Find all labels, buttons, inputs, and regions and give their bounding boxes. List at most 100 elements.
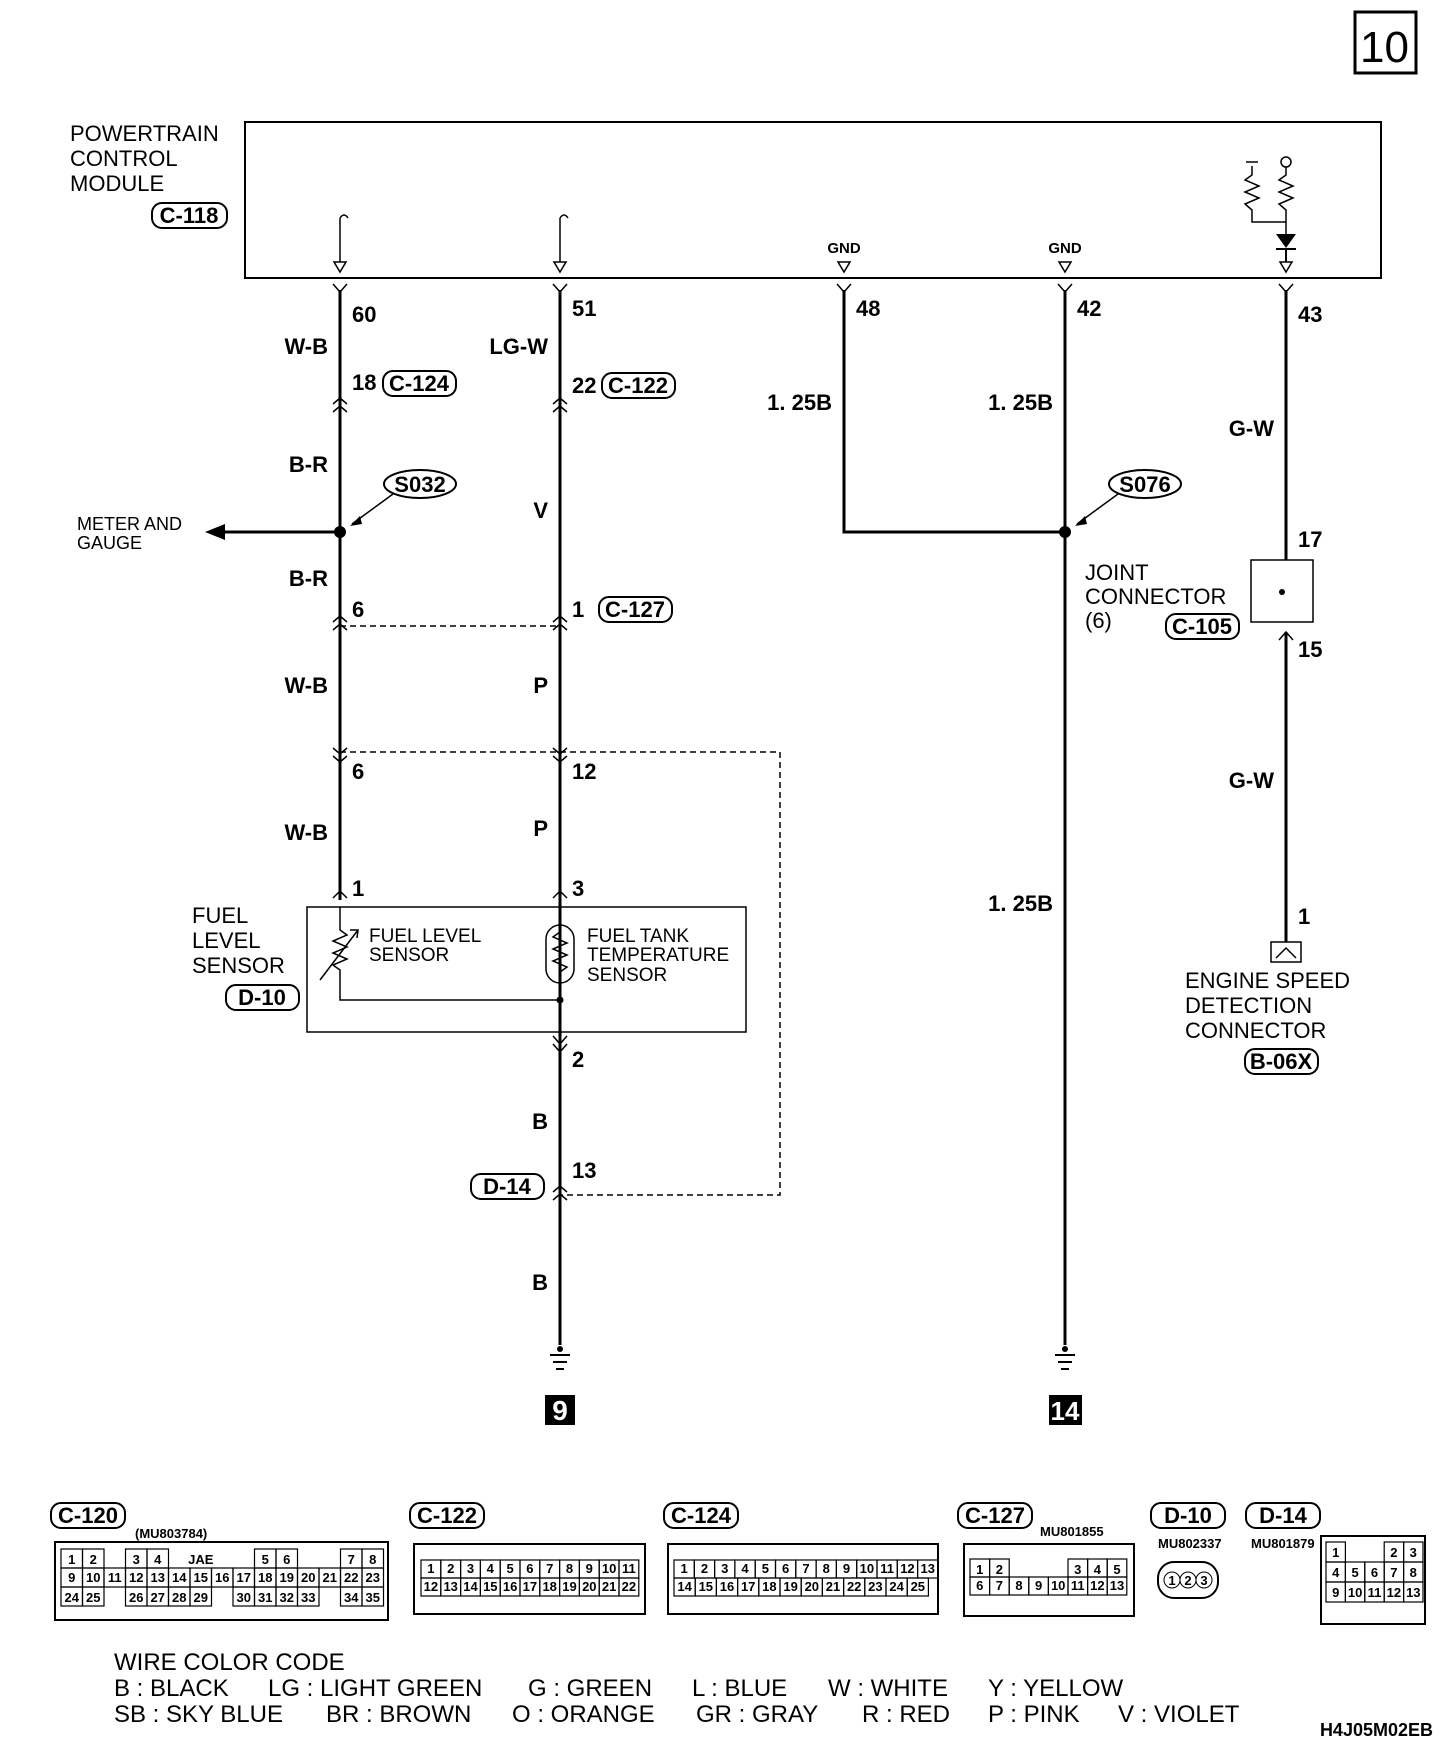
d10-body [1157, 1561, 1219, 1599]
c124-pin: 24 [889, 1579, 904, 1594]
c127-pin: 12 [1090, 1578, 1104, 1593]
wire-color-gw1: G-W [1229, 416, 1274, 441]
pin-51: 51 [572, 296, 596, 321]
c127-pin: 5 [1113, 1562, 1120, 1577]
wire-color-125b-b: 1. 25B [988, 390, 1053, 415]
pin-22: 22 [572, 373, 596, 398]
d14-pin: 10 [1348, 1585, 1362, 1600]
pin-60: 60 [352, 302, 376, 327]
esd-label-3: CONNECTOR [1185, 1018, 1326, 1043]
tag-d10: D-10 [238, 985, 286, 1010]
c124-pin: 20 [805, 1579, 819, 1594]
wire-color-wb2: W-B [284, 673, 328, 698]
c122-pin: 9 [586, 1561, 593, 1576]
fuel-label-2: LEVEL [192, 928, 261, 953]
c124-pin: 9 [843, 1561, 850, 1576]
c124-pin: 3 [721, 1561, 728, 1576]
c122-pin: 8 [566, 1561, 573, 1576]
c124-pin: 17 [741, 1579, 755, 1594]
cv-c127-part: MU801855 [1040, 1524, 1104, 1539]
pin-2: 2 [572, 1047, 584, 1072]
wire-color-v: V [533, 498, 548, 523]
c127-pin: 2 [996, 1562, 1003, 1577]
wire-color-p1: P [533, 673, 548, 698]
joint-label-1: JOINT [1085, 560, 1149, 585]
c120-pin: 26 [129, 1590, 143, 1605]
c122-pin: 17 [523, 1579, 537, 1594]
ground-9-box [545, 1395, 575, 1425]
ground-9: 9 [552, 1395, 568, 1426]
connector-cell [413, 1543, 646, 1615]
connector-cell [361, 1586, 385, 1607]
c122-pin: 3 [467, 1561, 474, 1576]
c120-pin: 3 [133, 1552, 140, 1567]
pin-13: 13 [572, 1158, 596, 1183]
cv-d10-part: MU802337 [1158, 1536, 1222, 1551]
c124-pin: 13 [921, 1561, 935, 1576]
c124-pin: 11 [880, 1561, 894, 1576]
c127-pin: 1 [976, 1562, 983, 1577]
d14-pin: 13 [1406, 1585, 1420, 1600]
c122-pin: 4 [487, 1561, 495, 1576]
tag-c127: C-127 [605, 597, 665, 622]
c120-pin: 20 [301, 1570, 315, 1585]
c122-pin: 13 [443, 1579, 457, 1594]
c120-pin: 2 [90, 1552, 97, 1567]
c120-pin: 24 [65, 1590, 80, 1605]
pin-1c: 1 [1298, 904, 1310, 929]
cv-tags [50, 1502, 1321, 1529]
c122-pin: 2 [447, 1561, 454, 1576]
c124-pin: 1 [681, 1561, 688, 1576]
c127-pin: 3 [1074, 1562, 1081, 1577]
c127-pin: 11 [1071, 1578, 1085, 1593]
pin-6a: 6 [352, 597, 364, 622]
c120-pin: 15 [194, 1570, 208, 1585]
connector-cell [618, 1577, 640, 1597]
joint-label-2: CONNECTOR [1085, 584, 1226, 609]
splice-s076: S076 [1119, 472, 1170, 497]
module-title-1: POWERTRAIN [70, 121, 219, 146]
connector-cell [1320, 1535, 1426, 1625]
cv-c122-name: C-122 [417, 1503, 477, 1528]
c120-pin: 1 [68, 1552, 75, 1567]
c124-pin: 6 [782, 1561, 789, 1576]
c124-pin: 15 [699, 1579, 713, 1594]
ground-14-box [1049, 1395, 1082, 1425]
c122-pin: 1 [427, 1561, 434, 1576]
joint-connector-box [1250, 559, 1314, 623]
gnd-label-1: GND [827, 240, 861, 257]
c120-pin: 4 [154, 1552, 162, 1567]
c127-pin: 6 [976, 1578, 983, 1593]
c124-pin: 8 [823, 1561, 830, 1576]
c120-pin: 30 [237, 1590, 251, 1605]
legend-line-1: B : BLACK LG : LIGHT GREEN G : GREEN L :… [114, 1675, 1124, 1702]
pin-3: 3 [572, 876, 584, 901]
c122-pin: 19 [562, 1579, 576, 1594]
esd-label-2: DETECTION [1185, 993, 1312, 1018]
cv-d14-name: D-14 [1259, 1503, 1307, 1528]
tag-c122: C-122 [608, 373, 668, 398]
fuel-label-3: SENSOR [192, 953, 285, 978]
legend-l: L : BLUE [692, 1675, 787, 1702]
c120-pin: 25 [86, 1590, 100, 1605]
fls-label-2: SENSOR [369, 945, 449, 966]
c120-pin: 12 [129, 1570, 143, 1585]
engine-speed-connector-box [1270, 941, 1302, 963]
connector-cell [667, 1543, 939, 1615]
wire-color-br2: B-R [289, 566, 328, 591]
pin-18: 18 [352, 370, 376, 395]
connector-cell [906, 1577, 930, 1597]
c120-pin: 23 [366, 1570, 380, 1585]
d14-pin: 4 [1332, 1565, 1340, 1580]
c122-pin: 10 [602, 1561, 616, 1576]
legend-b: B : BLACK [114, 1675, 229, 1702]
c124-pin: 12 [900, 1561, 914, 1576]
c122-pin: 6 [526, 1561, 533, 1576]
cv-d10-name: D-10 [1164, 1503, 1212, 1528]
legend-lg: LG : LIGHT GREEN [268, 1675, 482, 1702]
page-number: 10 [1360, 23, 1409, 72]
c122-pin: 16 [503, 1579, 517, 1594]
connector-cell [1402, 1581, 1424, 1603]
wire-color-br1: B-R [289, 452, 328, 477]
